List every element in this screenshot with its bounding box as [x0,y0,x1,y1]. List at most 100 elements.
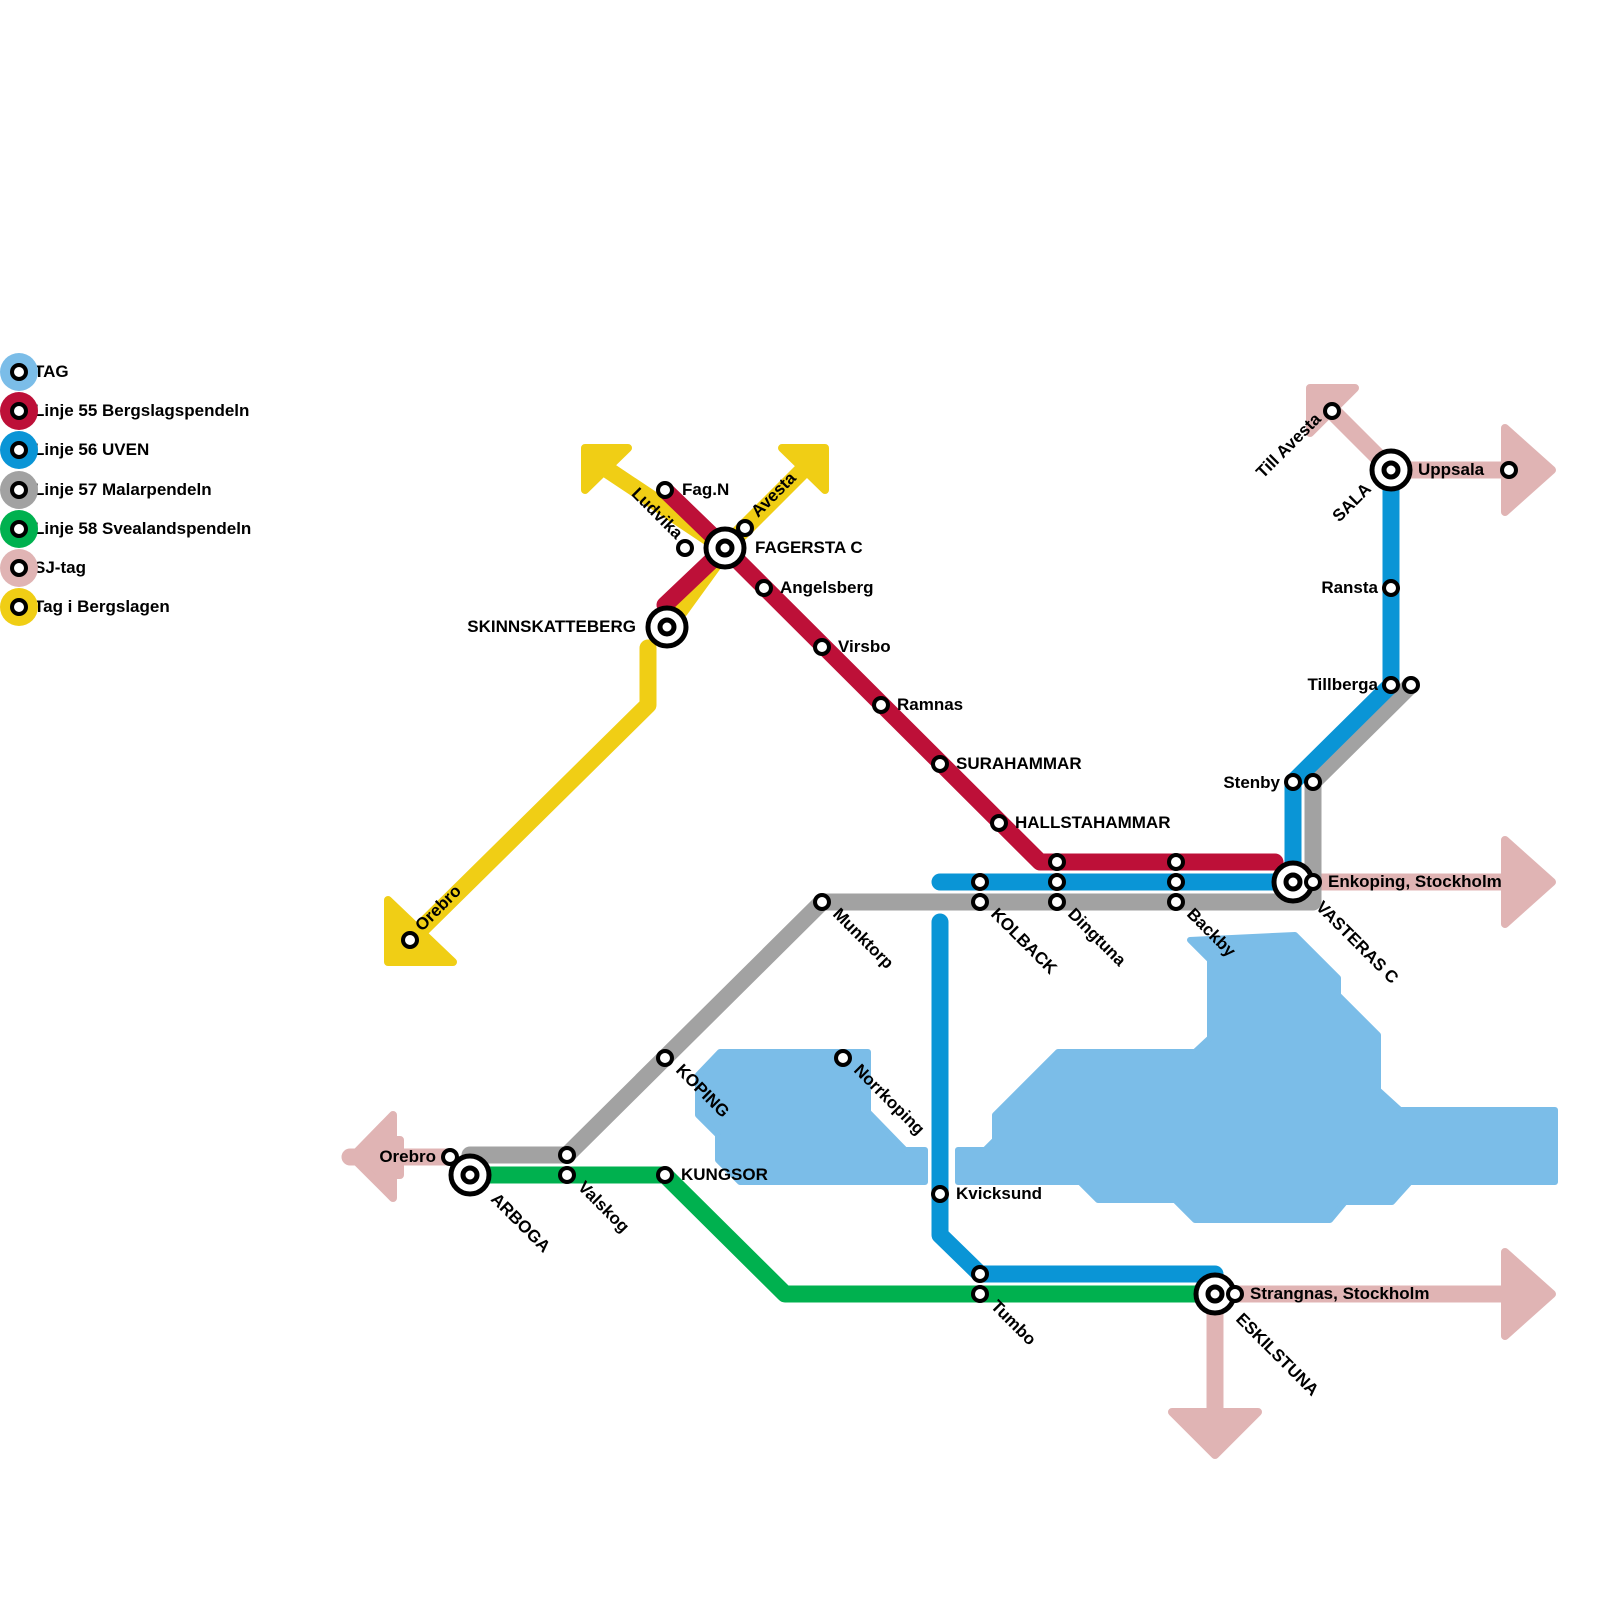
station-dot-icon [1048,853,1066,871]
station-dot-icon [813,638,831,656]
station-dot-icon [558,1166,576,1184]
legend-item: Linje 55 Bergslagspendeln [0,391,251,430]
station-dot-icon [558,1146,576,1164]
station-dot-icon [656,481,674,499]
linje57-line [461,676,1420,1164]
station-dot-icon [971,1265,989,1283]
lake-shape [695,1049,928,1185]
station-kungsor: KUNGSOR [656,1165,768,1184]
station-dot-icon [657,617,677,637]
station-label: Stenby [1223,773,1280,792]
station-stenby: Stenby [1223,773,1322,792]
station-ransta: Ransta [1321,578,1400,597]
station-label: KOLBACK [987,904,1061,978]
legend-label: SJ-tag [34,558,86,578]
station-label: Angelsberg [780,578,874,597]
station-ramnas: Ramnas [872,695,963,714]
station-dot-icon [1284,773,1302,791]
station-dot-icon [1402,676,1420,694]
station-orebro-w: Orebro [379,1147,459,1166]
station-dot-icon [441,1148,459,1166]
station-label: Dingtuna [1064,904,1130,970]
station-uppsala: Uppsala [1418,460,1518,479]
station-label: Ramnas [897,695,963,714]
bergslagen-arrow-avesta [778,444,829,494]
station-label: ARBOGA [487,1189,554,1256]
legend-station-icon [0,549,38,588]
sj-arrow-south [1168,1408,1262,1459]
station-label: Orebro [379,1147,436,1166]
station-label: Kvicksund [956,1184,1042,1203]
station-dot-icon [1382,676,1400,694]
station-kolback: KOLBACK [971,873,1061,978]
station-dot-icon [971,893,989,911]
station-dot-icon [971,1285,989,1303]
station-dot-icon [1226,1285,1244,1303]
sj-arrow-enkoping [1501,836,1556,928]
station-label: FAGERSTA C [755,538,863,557]
station-label: Till Avesta [1252,409,1325,482]
legend-station-icon [0,352,38,391]
station-label: SKINNSKATTEBERG [467,617,636,636]
sj-arrow-orebro [348,1111,404,1202]
station-dot-icon [1304,873,1322,891]
legend-label: Linje 55 Bergslagspendeln [34,400,250,420]
station-enkoping: Enkoping, Stockholm [1328,872,1502,891]
station-strangnas: Strangnas, Stockholm [1250,1284,1429,1303]
station-dot-icon [1382,579,1400,597]
station-label: Fag.N [682,480,729,499]
station-angelsberg: Angelsberg [755,578,874,597]
station-dot-icon [931,755,949,773]
station-label: Virsbo [838,637,891,656]
station-dot-icon [990,814,1008,832]
station-dot-icon [872,696,890,714]
station-dot-icon [1167,893,1185,911]
legend-item: Linje 56 UVEN [0,431,251,470]
station-dot-icon [1304,773,1322,791]
station-label: Orebro [411,881,465,935]
station-dot-icon [715,538,735,558]
station-dot-icon [1205,1284,1225,1304]
station-dot-icon [676,539,694,557]
station-dot-icon [931,1185,949,1203]
station-dot-icon [1323,402,1341,420]
station-label: Munktorp [829,904,897,972]
station-kvicksund: Kvicksund [931,1184,1042,1203]
station-skinnskatteberg: SKINNSKATTEBERG [467,605,689,649]
station-dot-icon [656,1166,674,1184]
legend-label: Linje 58 Svealandspendeln [34,518,252,538]
legend-item: Linje 58 Svealandspendeln [0,509,251,548]
sj-arrow-strangnas [1501,1248,1556,1340]
station-label: HALLSTAHAMMAR [1015,813,1171,832]
linje56-line-south [931,913,1224,1283]
bergslagen-arrow-ludvika [581,444,632,494]
station-label: KUNGSOR [681,1165,768,1184]
legend-item: Linje 57 Malarpendeln [0,470,251,509]
lake-shape [955,932,1558,1223]
station-dot-icon [1048,893,1066,911]
legend-station-icon [0,470,38,509]
station-dot-icon [401,931,419,949]
station-dot-icon [656,1049,674,1067]
legend-label: Tag i Bergslagen [34,597,170,617]
station-dot-icon [755,579,773,597]
station-label: Tillberga [1307,675,1378,694]
station-dot-icon [971,873,989,891]
station-dot-icon [1500,461,1518,479]
station-orebro-n: Orebro [401,881,465,949]
station-dot-icon [813,893,831,911]
lake-malaren [695,932,1558,1223]
station-hallstahammar: HALLSTAHAMMAR [990,813,1171,832]
legend-station-icon [0,391,38,430]
station-label: Strangnas, Stockholm [1250,1284,1429,1303]
station-dot-icon [460,1165,480,1185]
station-surahammar: SURAHAMMAR [931,754,1082,773]
station-fag-n: Fag.N [656,480,729,499]
station-label: Uppsala [1418,460,1485,479]
legend-label: TAG [34,361,69,381]
station-valskog: Valskog [558,1146,633,1236]
station-dot-icon [1381,460,1401,480]
station-tillberga: Tillberga [1307,675,1420,694]
